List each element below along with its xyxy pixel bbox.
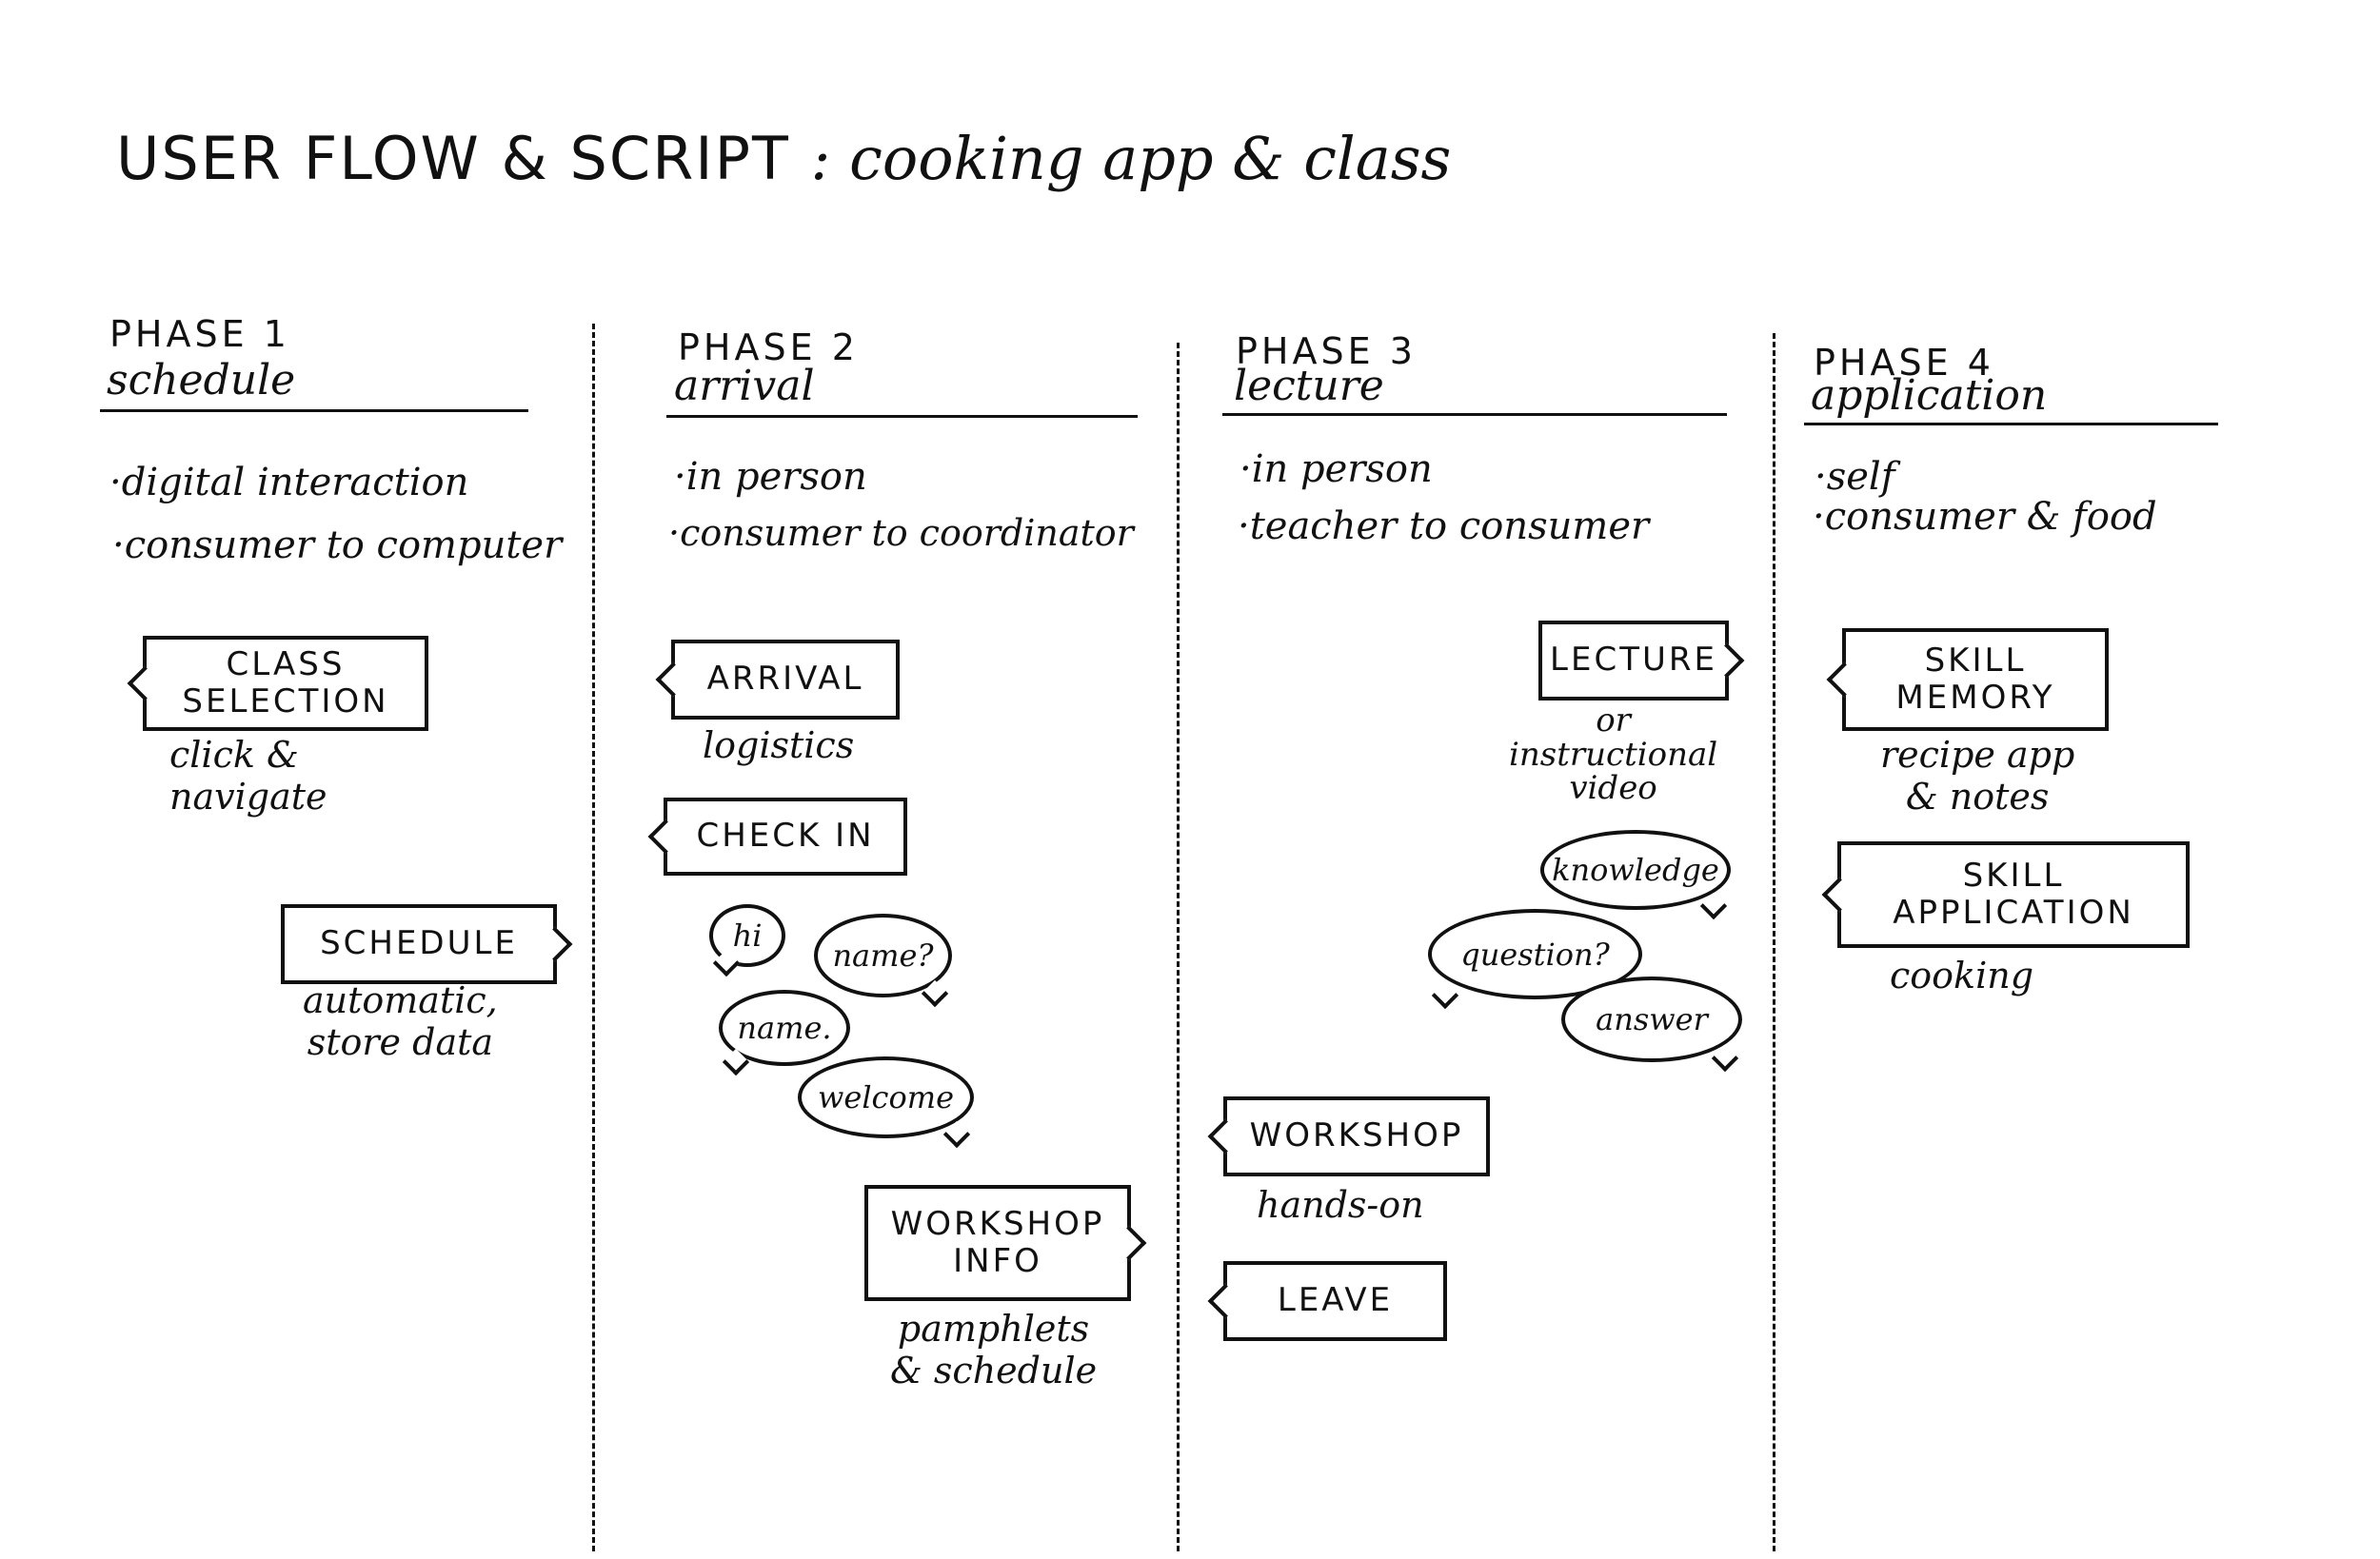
phase-2-label: PHASE 2: [678, 326, 859, 368]
bubble-tail: [722, 1048, 750, 1076]
phase-4-subtitle: application: [1811, 371, 2048, 420]
diagram-title: USER FLOW & SCRIPT : cooking app & class: [116, 124, 1451, 193]
phase-4-bullet-1: ·self: [1815, 455, 1895, 499]
arrow-nub: [1207, 1118, 1243, 1154]
phase-3-rule: [1222, 413, 1727, 416]
hi-speech-bubble: hi: [709, 904, 785, 977]
phase-2-rule: [666, 415, 1138, 418]
welcome-text: welcome: [817, 1079, 955, 1115]
phase-2-bullet-2: ·consumer to coordinator: [668, 512, 1134, 554]
question-text: question?: [1460, 936, 1610, 973]
name-question-text: name?: [832, 937, 934, 974]
bubble-tail: [1431, 981, 1459, 1010]
skill-application-note: cooking: [1890, 955, 2034, 997]
divider-3-4: [1773, 333, 1775, 1551]
phase-1-bullet-1: ·digital interaction: [109, 461, 469, 504]
skill-application-box: SKILL APPLICATION: [1821, 841, 2190, 948]
knowledge-speech-bubble: knowledge: [1540, 830, 1731, 920]
phase-3-bullet-2: ·teacher to consumer: [1238, 504, 1650, 548]
arrival-box: ARRIVAL: [655, 640, 900, 720]
workshop-info-box: WORKSHOP INFO: [864, 1185, 1147, 1301]
check-in-label: CHECK IN: [696, 817, 875, 856]
name-text: name.: [737, 1010, 832, 1046]
arrow-nub: [1826, 661, 1862, 698]
name-speech-bubble: name.: [719, 990, 850, 1076]
bubble-tail: [1711, 1044, 1739, 1073]
arrow-nub: [537, 926, 573, 962]
phase-4-label: PHASE 4: [1814, 342, 1994, 384]
phase-2-bullet-1: ·in person: [674, 455, 867, 499]
bubble-tail: [712, 949, 741, 977]
workshop-info-note: pamphlets & schedule: [890, 1308, 1098, 1391]
lecture-box: LECTURE: [1538, 621, 1745, 701]
class-selection-note: click & navigate: [169, 734, 327, 818]
phase-3-label: PHASE 3: [1236, 330, 1417, 372]
arrival-note: logistics: [703, 724, 855, 766]
welcome-speech-bubble: welcome: [798, 1056, 974, 1149]
skill-application-label: SKILL APPLICATION: [1893, 856, 2134, 932]
arrow-nub: [1207, 1283, 1243, 1319]
lecture-label: LECTURE: [1550, 641, 1717, 680]
phase-3-bullet-1: ·in person: [1240, 447, 1433, 491]
phase-4-rule: [1804, 423, 2218, 425]
hi-text: hi: [732, 918, 763, 954]
answer-text: answer: [1596, 1001, 1708, 1037]
workshop-box: WORKSHOP: [1207, 1096, 1490, 1176]
arrow-nub: [1821, 877, 1857, 913]
schedule-box: SCHEDULE: [281, 904, 573, 984]
workshop-label: WORKSHOP: [1249, 1116, 1464, 1155]
arrow-nub: [655, 661, 691, 698]
title-main: USER FLOW & SCRIPT: [116, 124, 790, 193]
phase-3-subtitle: lecture: [1234, 362, 1384, 410]
bubble-tail: [942, 1120, 971, 1149]
divider-1-2: [592, 324, 595, 1551]
check-in-box: CHECK IN: [647, 798, 907, 876]
phase-1-bullet-2: ·consumer to computer: [112, 523, 563, 567]
skill-memory-box: SKILL MEMORY: [1826, 628, 2109, 731]
arrival-label: ARRIVAL: [706, 660, 864, 699]
phase-1-rule: [100, 409, 528, 412]
arrow-nub: [1111, 1225, 1147, 1261]
phase-1-label: PHASE 1: [109, 313, 290, 355]
bubble-tail: [921, 979, 949, 1008]
workshop-info-label: WORKSHOP INFO: [890, 1204, 1105, 1280]
skill-memory-note: recipe app & notes: [1880, 734, 2075, 818]
class-selection-label: CLASS SELECTION: [182, 644, 389, 720]
bubble-tail: [1699, 892, 1728, 920]
divider-2-3: [1177, 343, 1180, 1551]
knowledge-text: knowledge: [1552, 852, 1719, 888]
leave-box: LEAVE: [1207, 1261, 1447, 1341]
phase-4-bullet-2: ·consumer & food: [1813, 495, 2157, 539]
arrow-nub: [647, 819, 684, 855]
phase-2-subtitle: arrival: [674, 362, 815, 410]
schedule-label: SCHEDULE: [320, 924, 518, 963]
schedule-note: automatic, store data: [303, 979, 498, 1063]
name-question-speech-bubble: name?: [814, 914, 952, 1008]
answer-speech-bubble: answer: [1561, 977, 1742, 1073]
workshop-note: hands-on: [1257, 1184, 1424, 1226]
class-selection-box: CLASS SELECTION: [127, 636, 428, 731]
leave-label: LEAVE: [1277, 1281, 1394, 1320]
phase-1-subtitle: schedule: [107, 356, 296, 405]
skill-memory-label: SKILL MEMORY: [1895, 641, 2055, 717]
title-sub: : cooking app & class: [810, 124, 1452, 193]
arrow-nub: [127, 665, 163, 701]
lecture-note: or instructional video: [1509, 701, 1718, 808]
